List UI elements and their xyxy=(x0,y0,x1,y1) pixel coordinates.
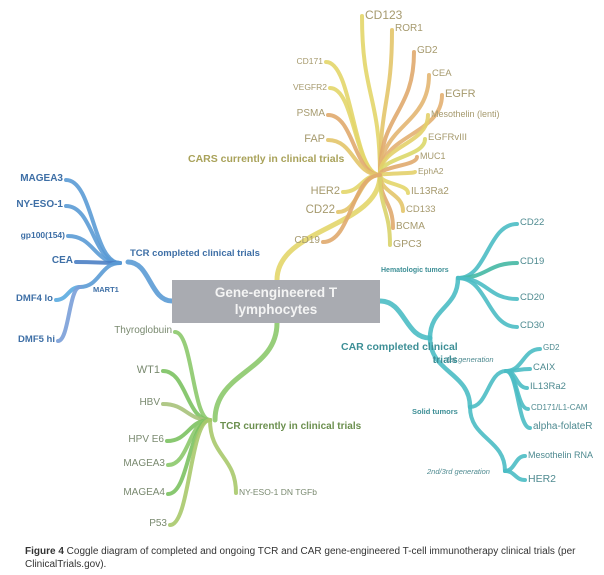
leaf-tcr-completed-magea3[interactable]: MAGEA3 xyxy=(20,173,63,184)
connector-later-gen-0 xyxy=(503,454,527,473)
leaf-cars-ror1[interactable]: ROR1 xyxy=(395,23,423,34)
car-label-line1: CAR completed clinical xyxy=(341,341,458,353)
leaf-cars-cd171[interactable]: CD171 xyxy=(296,55,323,66)
leaf-tcr-clinical-hbv[interactable]: HBV xyxy=(139,397,160,408)
leaf-1st-gen-il13ra2[interactable]: IL13Ra2 xyxy=(530,381,566,393)
leaf-hem-cd22[interactable]: CD22 xyxy=(520,217,545,229)
leaf-cars-mesothelin-lenti-[interactable]: Mesothelin (lenti) xyxy=(431,108,500,119)
leaf-1st-gen-alpha-folater[interactable]: alpha-folateR xyxy=(533,421,593,432)
leaf-cars-her2[interactable]: HER2 xyxy=(310,184,340,197)
leaf-cars-gpc3[interactable]: GPC3 xyxy=(393,237,422,250)
connector-tcr-clin-0 xyxy=(173,330,212,422)
connector-tcr-mart1 xyxy=(78,261,122,289)
leaf-tcr-clinical-thyroglobuin[interactable]: Thyroglobuin xyxy=(114,325,172,336)
caption-text: Coggle diagram of completed and ongoing … xyxy=(25,546,576,570)
leaf-cars-fap[interactable]: FAP xyxy=(304,132,325,145)
sub-branch-label-2nd-3rd-gen[interactable]: 2nd/3rd generation xyxy=(427,467,490,477)
connector-hematologic xyxy=(427,275,461,341)
connector-tcr-clin-6 xyxy=(168,418,212,527)
leaf-cars-psma[interactable]: PSMA xyxy=(296,108,325,119)
branch-label-cars-clinical[interactable]: CARS currently in clinical trials xyxy=(188,152,345,165)
connector-cars-0 xyxy=(360,14,382,177)
figure-number: Figure 4 xyxy=(25,546,64,557)
leaf-mart1-dmf5-hi[interactable]: DMF5 hi xyxy=(18,334,55,346)
central-node-line2: lymphocytes xyxy=(234,301,318,317)
leaf-hem-cd20[interactable]: CD20 xyxy=(520,292,545,304)
car-label-line2: trials xyxy=(432,353,458,366)
leaf-cars-egfrviii[interactable]: EGFRvIII xyxy=(428,132,468,144)
leaf-cars-il13ra2[interactable]: IL13Ra2 xyxy=(411,186,449,197)
connector-tcr-clinical xyxy=(212,320,280,423)
connector-later-gen-1 xyxy=(503,469,527,482)
leaf-cars-cd123[interactable]: CD123 xyxy=(365,8,403,22)
leaf-mart1-dmf4-lo[interactable]: DMF4 lo xyxy=(16,293,53,305)
leaf-cars-cd133[interactable]: CD133 xyxy=(406,204,436,216)
leaf-cars-vegfr2[interactable]: VEGFR2 xyxy=(292,81,327,92)
leaf-1st-gen-gd2[interactable]: GD2 xyxy=(543,343,560,352)
leaf-tcr-clinical-ny-eso-1-dn-tgfb[interactable]: NY-ESO-1 DN TGFb xyxy=(239,486,317,497)
branch-label-tcr-clinical[interactable]: TCR currently in clinical trials xyxy=(220,421,362,432)
connector-tcr-clin-right-0 xyxy=(208,418,238,495)
connector-car-completed xyxy=(377,298,433,341)
sub-branch-label-mart1[interactable]: MART1 xyxy=(93,285,119,295)
leaf-1st-gen-caix[interactable]: CAIX xyxy=(533,362,556,374)
leaf-tcr-completed-cea[interactable]: CEA xyxy=(51,255,73,266)
leaf-cars-cd22[interactable]: CD22 xyxy=(305,204,335,217)
leaf-hem-cd19[interactable]: CD19 xyxy=(520,256,545,268)
central-node-line1: Gene-engineered T xyxy=(214,284,338,300)
leaf-tcr-clinical-magea3[interactable]: MAGEA3 xyxy=(123,458,165,469)
connector-tcr-1 xyxy=(64,204,122,265)
sub-branch-label-solid[interactable]: Solid tumors xyxy=(412,407,458,417)
leaf-hem-cd30[interactable]: CD30 xyxy=(520,320,545,332)
branch-label-tcr-completed[interactable]: TCR completed clinical trials xyxy=(130,248,260,260)
leaf-cars-bcma[interactable]: BCMA xyxy=(396,221,425,232)
leaf-cars-epha2[interactable]: EphA2 xyxy=(418,165,444,176)
leaf-tcr-clinical-magea4[interactable]: MAGEA4 xyxy=(123,487,165,498)
connector-cars-left-6 xyxy=(321,173,382,244)
connector-mart1-1 xyxy=(56,285,82,343)
sub-branch-label-1st-gen[interactable]: 1st generation xyxy=(446,355,494,365)
leaf-cars-cea[interactable]: CEA xyxy=(432,68,452,80)
leaf-tcr-completed-ny-eso-1[interactable]: NY-ESO-1 xyxy=(16,199,63,210)
connector-cars xyxy=(274,172,383,283)
leaf-1st-gen-cd171-l1-cam[interactable]: CD171/L1-CAM xyxy=(531,403,588,412)
connector-1st-gen xyxy=(468,369,508,409)
leaf-tcr-clinical-hpv-e6[interactable]: HPV E6 xyxy=(128,434,164,445)
connector-hem-3 xyxy=(456,276,519,329)
leaf-cars-cd19[interactable]: CD19 xyxy=(294,235,320,246)
leaf-cars-gd2[interactable]: GD2 xyxy=(417,45,438,56)
leaf-cars-muc1[interactable]: MUC1 xyxy=(420,150,446,161)
leaf-tcr-clinical-wt1[interactable]: WT1 xyxy=(136,363,160,376)
connector-tcr-completed xyxy=(125,259,175,304)
connector-solid xyxy=(427,335,473,410)
leaf-tcr-clinical-p53[interactable]: P53 xyxy=(149,518,167,529)
leaf-tcr-completed-gp100-154-[interactable]: gp100(154) xyxy=(20,229,65,240)
connector-cars-8 xyxy=(378,170,417,177)
leaf-later-gen-her2[interactable]: HER2 xyxy=(528,472,557,485)
connector-later-gen xyxy=(468,405,507,473)
connector-hem-1 xyxy=(456,261,519,280)
sub-branch-label-hematologic[interactable]: Hematologic tumors xyxy=(381,266,449,274)
figure-caption: Figure 4 Coggle diagram of completed and… xyxy=(25,545,595,571)
leaf-cars-egfr[interactable]: EGFR xyxy=(445,87,476,100)
connector-1st-gen-4 xyxy=(504,369,532,430)
leaf-later-gen-mesothelin-rna[interactable]: Mesothelin RNA xyxy=(528,449,594,460)
connector-cars-12 xyxy=(378,173,392,247)
